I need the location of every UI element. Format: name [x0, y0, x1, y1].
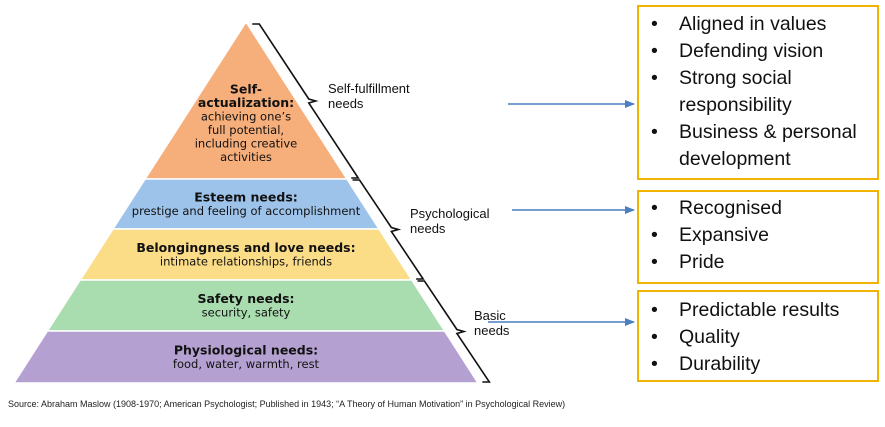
box-item: •Aligned in values	[647, 11, 871, 38]
pyramid-level-self-actualization-desc: activities	[220, 150, 272, 164]
bullet-icon: •	[651, 197, 658, 219]
bracket-psychological	[352, 179, 425, 280]
pyramid-level-safety-title: Safety needs:	[197, 291, 294, 306]
box-item: •Quality	[647, 324, 871, 351]
box-item-continued: development	[679, 148, 791, 170]
bullet-icon: •	[651, 121, 658, 143]
group-label-basic: Basic	[474, 308, 506, 323]
bullet-icon: •	[651, 67, 658, 89]
pyramid-level-physiological	[12, 330, 480, 384]
bullet-icon: •	[651, 299, 658, 321]
box-item: •Business & personal	[647, 119, 871, 146]
bullet-icon: •	[651, 13, 658, 35]
group-label-psychological: Psychological	[410, 206, 490, 221]
pyramid-level-self-actualization-desc: including creative	[195, 136, 298, 150]
pyramid-level-belonging-title: Belongingness and love needs:	[136, 240, 355, 255]
group-label-self-fulfillment: needs	[328, 96, 364, 111]
box-item: •Durability	[647, 351, 871, 378]
bracket-self-fulfillment	[252, 23, 360, 179]
box-self-fulfillment: •Aligned in values •Defending vision •St…	[637, 5, 879, 180]
box-item: •Defending vision	[647, 38, 871, 65]
box-item-continued: responsibility	[679, 94, 792, 116]
bullet-icon: •	[651, 40, 658, 62]
pyramid-level-safety-desc: security, safety	[202, 305, 291, 319]
pyramid-level-belonging-desc: intimate relationships, friends	[160, 254, 332, 268]
box-item: •Recognised	[647, 195, 871, 222]
pyramid-level-self-actualization-title: Self-	[230, 81, 262, 96]
bullet-icon: •	[651, 251, 658, 273]
bullet-icon: •	[651, 326, 658, 348]
box-item: •Pride	[647, 249, 871, 276]
pyramid-level-self-actualization-title: actualization:	[198, 95, 294, 110]
pyramid-level-esteem-title: Esteem needs:	[194, 189, 298, 204]
box-item: •Expansive	[647, 222, 871, 249]
bullet-icon: •	[651, 353, 658, 375]
group-label-basic: needs	[474, 323, 510, 338]
box-item: •Strong social	[647, 65, 871, 92]
box-item: •Predictable results	[647, 297, 871, 324]
group-label-self-fulfillment: Self-fulfillment	[328, 81, 410, 96]
pyramid-level-physiological-title: Physiological needs:	[174, 342, 318, 357]
box-basic: •Predictable results •Quality •Durabilit…	[637, 290, 879, 382]
source-caption: Source: Abraham Maslow (1908-1970; Ameri…	[8, 399, 566, 409]
box-psychological: •Recognised •Expansive •Pride	[637, 190, 879, 284]
bracket-basic	[417, 280, 491, 383]
pyramid-level-self-actualization-desc: full potential,	[208, 123, 284, 137]
pyramid-level-physiological-desc: food, water, warmth, rest	[173, 357, 320, 371]
pyramid-level-self-actualization-desc: achieving one’s	[201, 109, 291, 123]
bullet-icon: •	[651, 224, 658, 246]
group-label-psychological: needs	[410, 221, 446, 236]
pyramid-level-esteem-desc: prestige and feeling of accomplishment	[132, 204, 361, 218]
